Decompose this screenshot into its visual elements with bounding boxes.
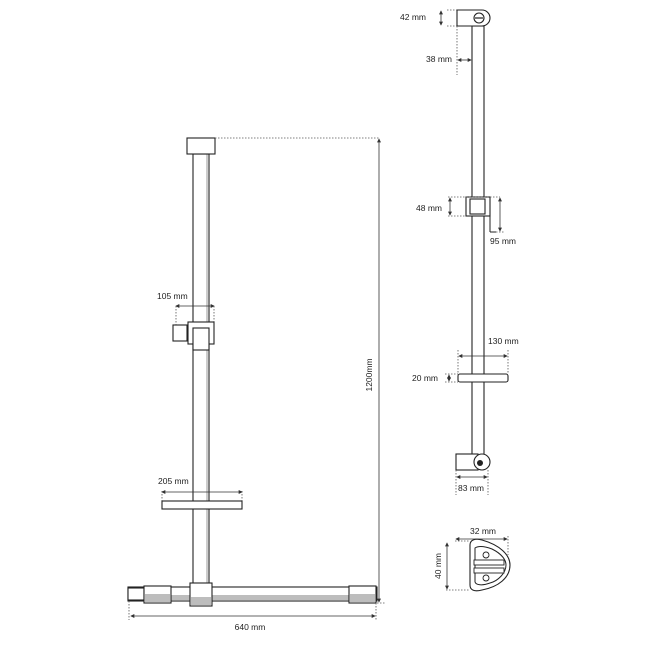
dim-640: 640 mm (235, 622, 266, 632)
dim-130: 130 mm (488, 336, 519, 346)
dim-105: 105 mm (157, 291, 188, 301)
soap-dish (161, 500, 243, 510)
left-view: 105 mm 205 mm 1200mm 640 mm (127, 137, 385, 632)
soap-dish (457, 373, 509, 383)
dim-1200: 1200mm (364, 358, 374, 391)
dim-48: 48 mm (416, 203, 442, 213)
top-cap (186, 137, 216, 155)
dim-42: 42 mm (400, 12, 426, 22)
dim-32: 32 mm (470, 526, 496, 536)
slide-rail (471, 25, 485, 457)
dim-95: 95 mm (490, 236, 516, 246)
right-view: 42 mm 38 mm 48 mm 95 mm 130 mm 20 mm 83 … (400, 9, 519, 495)
dim-20: 20 mm (412, 373, 438, 383)
slider-knob (172, 324, 188, 342)
dim-205: 205 mm (158, 476, 189, 486)
dim-38: 38 mm (426, 54, 452, 64)
cross-section: 32 mm 40 mm (433, 526, 511, 592)
dim-40: 40 mm (433, 553, 443, 579)
dim-83: 83 mm (458, 483, 484, 493)
